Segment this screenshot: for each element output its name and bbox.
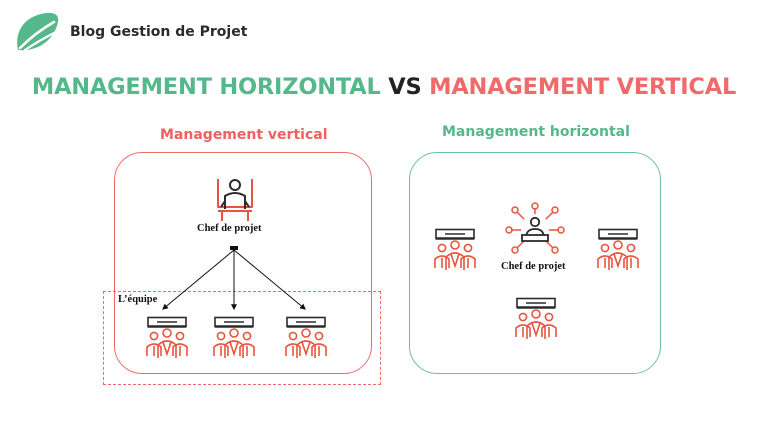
title-vertical: MANAGEMENT VERTICAL: [429, 74, 737, 100]
team-label: L’équipe: [118, 294, 158, 305]
brand-name[interactable]: Blog Gestion de Projet: [70, 24, 248, 40]
horizontal-heading: Management horizontal: [442, 124, 630, 140]
arrow-origin: [230, 246, 238, 250]
team-whiteboard-icon: [515, 297, 557, 339]
team-whiteboard-icon: [213, 316, 255, 358]
vertical-manager-label: Chef de projet: [197, 223, 262, 234]
team-whiteboard-icon: [285, 316, 327, 358]
vertical-panel: [114, 152, 372, 374]
team-whiteboard-icon: [146, 316, 188, 358]
leaf-logo-icon[interactable]: [12, 10, 60, 56]
team-whiteboard-icon: [597, 228, 639, 270]
page-title: MANAGEMENT HORIZONTAL VS MANAGEMENT VERT…: [0, 74, 768, 100]
manager-chair-icon: [217, 179, 253, 221]
team-dashed-box: [103, 291, 381, 385]
vertical-heading: Management vertical: [160, 127, 328, 143]
team-whiteboard-icon: [434, 228, 476, 270]
horizontal-panel: [409, 152, 661, 374]
title-horizontal: MANAGEMENT HORIZONTAL: [31, 74, 381, 100]
title-vs: VS: [388, 74, 422, 100]
horizontal-manager-label: Chef de projet: [501, 261, 566, 272]
arrow-right: [233, 249, 306, 310]
arrow-left: [162, 249, 235, 310]
network-manager-icon: [505, 202, 565, 254]
